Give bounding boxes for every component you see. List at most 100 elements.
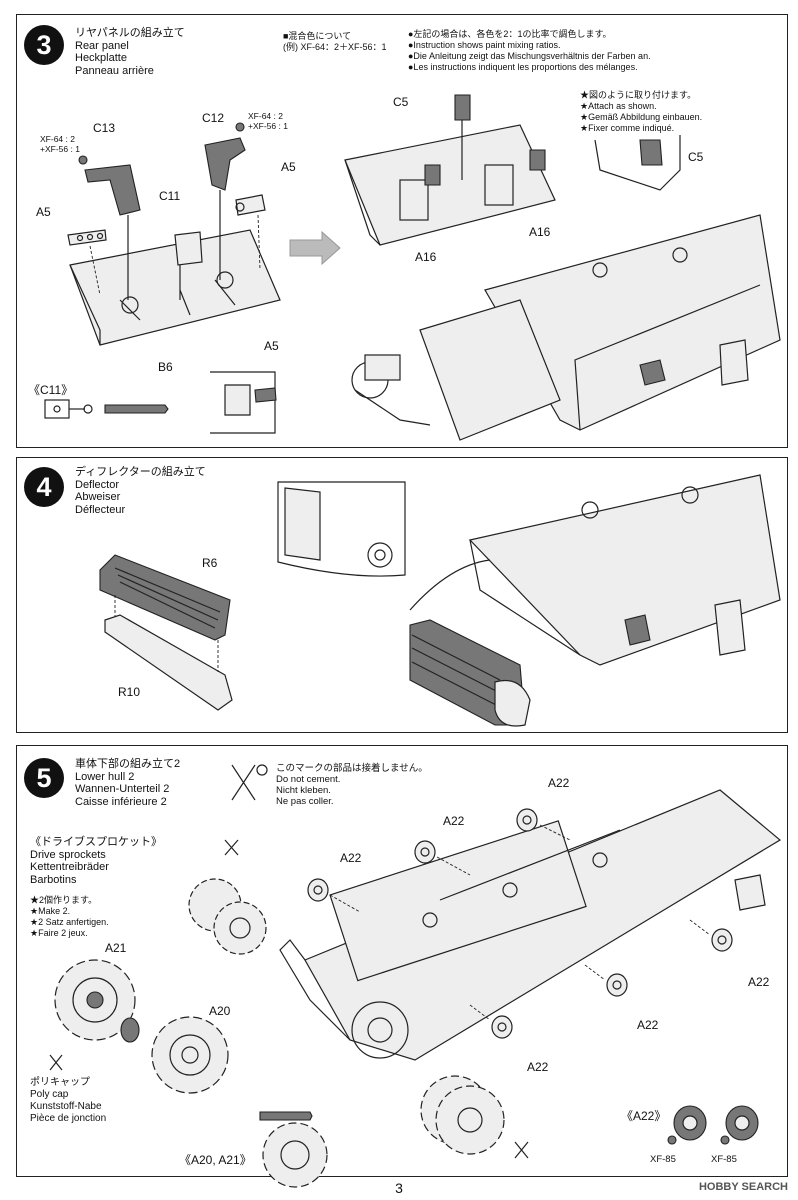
label-r10: R10 <box>118 685 141 699</box>
polycap <box>49 1017 140 1071</box>
label-a21: A21 <box>105 941 127 955</box>
mix-notes: ●左記の場合は、各色を2：1の比率で調色します。 ●Instruction sh… <box>408 29 651 73</box>
sprocket-titles: 《ドライブスプロケット》 Drive sprockets Kettentreib… <box>30 836 162 886</box>
step-5-title-jp: 車体下部の組み立て2 <box>75 758 181 770</box>
paint-xf85-right: XF-85 <box>711 1154 737 1165</box>
no-cement-de: Nicht kleben. <box>276 785 331 796</box>
label-b6: B6 <box>158 360 173 374</box>
step4-hull <box>409 474 781 666</box>
color-c13-line1: XF-64 : 2 <box>40 134 75 144</box>
label-a20-a21-detail: 《A20, A21》 <box>179 1153 252 1167</box>
sprocket-assembled <box>420 1075 529 1159</box>
sprocket-a21 <box>54 959 136 1041</box>
step-4-titles: ディフレクターの組み立て Deflector Abweiser Déflecte… <box>75 466 206 516</box>
mix-note-fr: ●Les instructions indiquent les proporti… <box>408 62 638 72</box>
make-2-note: ★2個作ります。 ★Make 2. ★2 Satz anfertigen. ★F… <box>30 895 109 939</box>
label-a20: A20 <box>209 1004 231 1018</box>
mix-note-en: ●Instruction shows paint mixing ratios. <box>408 40 561 50</box>
no-cement-en: Do not cement. <box>276 774 341 785</box>
step-3-number: 3 <box>24 25 64 65</box>
label-a5-detail: A5 <box>264 339 279 353</box>
no-cement-jp: このマークの部品は接着しません。 <box>276 763 428 774</box>
polycap-note: ポリキャップ Poly cap Kunststoff-Nabe Pièce de… <box>30 1077 106 1125</box>
label-a22-3: A22 <box>340 851 362 865</box>
make-2-en: ★Make 2. <box>30 906 71 916</box>
sprocket-title-de: Kettentreibräder <box>30 861 109 873</box>
label-a16-left: A16 <box>415 250 437 264</box>
step-4-title-de: Abweiser <box>75 491 121 503</box>
label-a22-1: A22 <box>548 776 570 790</box>
attach-note-en: ★Attach as shown. <box>580 101 657 111</box>
mix-note-jp: ●左記の場合は、各色を2：1の比率で調色します。 <box>408 29 612 39</box>
step-4-number: 4 <box>24 467 64 507</box>
road-wheel-a22-group <box>307 808 733 1039</box>
no-cement-note: このマークの部品は接着しません。 Do not cement. Nicht kl… <box>276 763 428 807</box>
attach-note-fr: ★Fixer comme indiqué. <box>580 123 675 133</box>
mix-example: (例) XF-64：2＋XF-56：1 <box>283 42 387 52</box>
label-c11: C11 <box>159 189 181 203</box>
sprocket-detail-a20-a21 <box>259 1111 328 1188</box>
color-c13: XF-64 : 2 +XF-56 : 1 <box>40 134 80 154</box>
step-4-title-fr: Déflecteur <box>75 503 126 516</box>
label-a16-right: A16 <box>529 225 551 239</box>
label-a22-detail: 《A22》 <box>621 1109 667 1123</box>
color-c13-line2: +XF-56 : 1 <box>40 144 80 154</box>
sprocket-pair-upper <box>188 839 267 955</box>
label-a5-right: A5 <box>281 160 296 174</box>
make-2-de: ★2 Satz anfertigen. <box>30 917 109 927</box>
attach-note-jp: ★図のように取り付けます。 <box>580 90 697 100</box>
part-a5-left <box>67 229 107 296</box>
color-c12-line1: XF-64 : 2 <box>248 111 283 121</box>
step-3-titles: リヤパネルの組み立て Rear panel Heckplatte Panneau… <box>75 27 185 77</box>
step-5-number: 5 <box>24 758 64 798</box>
watermark: HOBBY SEARCH <box>698 1181 788 1193</box>
step3-detail-a5 <box>210 371 277 434</box>
label-a22-2: A22 <box>443 814 465 828</box>
no-cement-icon <box>231 764 268 801</box>
step-3-title-jp: リヤパネルの組み立て <box>75 27 185 39</box>
step3-hull-rear <box>344 94 556 246</box>
label-c11-detail: 《C11》 <box>28 383 74 397</box>
polycap-de: Kunststoff-Nabe <box>30 1101 102 1112</box>
step-5-title-fr: Caisse inférieure 2 <box>75 795 167 808</box>
page-number: 3 <box>395 1180 403 1196</box>
part-r6 <box>99 554 231 641</box>
part-c12 <box>204 122 246 280</box>
part-b6-panel <box>69 229 281 346</box>
step-4-title-en: Deflector <box>75 478 120 491</box>
part-r10 <box>104 595 233 711</box>
color-c12-line2: +XF-56 : 1 <box>248 121 288 131</box>
make-2-fr: ★Faire 2 jeux. <box>30 928 88 938</box>
step-5-title-de: Wannen-Unterteil 2 <box>75 783 170 795</box>
color-c12: XF-64 : 2 +XF-56 : 1 <box>248 111 288 131</box>
label-a22-4: A22 <box>748 975 770 989</box>
attach-notes: ★図のように取り付けます。 ★Attach as shown. ★Gemäß A… <box>580 90 702 134</box>
part-a5-right <box>235 194 266 271</box>
label-c5-detail: C5 <box>688 150 704 164</box>
polycap-fr: Pièce de jonction <box>30 1113 107 1124</box>
label-a5-left: A5 <box>36 205 51 219</box>
label-c12: C12 <box>202 111 225 125</box>
step3-lower-hull <box>351 214 781 441</box>
step-3-title-fr: Panneau arrière <box>75 64 154 77</box>
label-c5-top: C5 <box>393 95 409 109</box>
step-4-title-jp: ディフレクターの組み立て <box>75 466 206 478</box>
part-c11 <box>174 231 203 300</box>
sprocket-title-fr: Barbotins <box>30 873 77 886</box>
step-3-title-de: Heckplatte <box>75 52 127 64</box>
step3-arrow <box>289 230 341 266</box>
step-5-title-en: Lower hull 2 <box>75 770 135 783</box>
part-c13 <box>78 155 141 300</box>
polycap-jp: ポリキャップ <box>30 1077 90 1088</box>
polycap-en: Poly cap <box>30 1089 69 1100</box>
paint-xf85-left: XF-85 <box>650 1154 676 1165</box>
mix-heading: ■混合色について (例) XF-64：2＋XF-56：1 <box>283 31 387 53</box>
label-a22-6: A22 <box>527 1060 549 1074</box>
make-2-jp: ★2個作ります。 <box>30 895 98 905</box>
mix-note-de: ●Die Anleitung zeigt das Mischungsverhäl… <box>408 51 651 61</box>
attach-note-de: ★Gemäß Abbildung einbauen. <box>580 112 703 122</box>
mix-jp: ■混合色について <box>283 31 352 41</box>
step3-detail-c11 <box>44 399 169 419</box>
label-a22-5: A22 <box>637 1018 659 1032</box>
